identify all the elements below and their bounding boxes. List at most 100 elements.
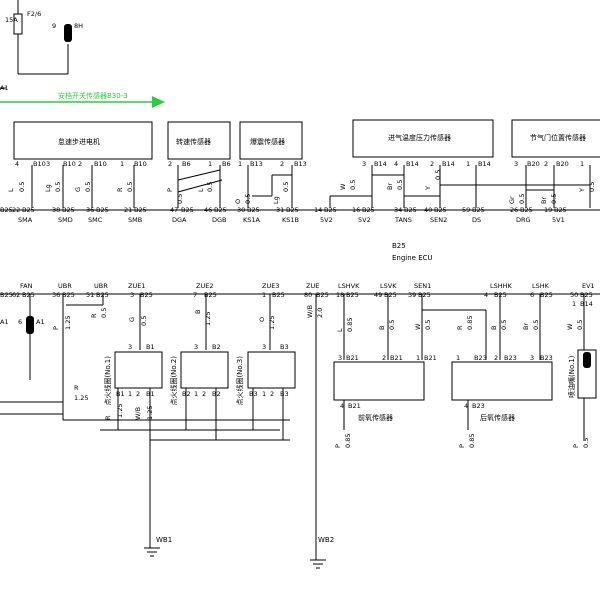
ecu-pin-num: 62 [12,291,20,299]
ecu-signal: FAN [20,282,33,290]
connector-symbol [26,316,34,334]
wire-color: R [116,187,124,192]
ecu-pin-num: 14 [314,206,322,214]
pin-conn: B1 [146,343,155,351]
ecu-conn: B25 [520,206,533,214]
ground-label: WB1 [156,536,172,544]
wire-color: Br [540,197,548,204]
pin-num: 2 [382,354,386,362]
ecu-conn: B25 [22,291,35,299]
wire-size: 1.25 [116,404,124,418]
wire-color: W [566,323,574,330]
pin-label: 9 [52,22,56,30]
wire-color: G [128,317,136,322]
ecu-conn: B25 [181,206,194,214]
ecu-conn: B25 [554,206,567,214]
pin-conn: B14 [374,160,387,168]
pin-conn: B13 [294,160,307,168]
wire-size: 1.25 [146,406,154,420]
ecu-signal: TANS [394,216,412,224]
wire-color: B [378,326,386,330]
conn-label: A1 [36,318,45,326]
coil-label: 点火线圈(No.3) [235,356,244,406]
wire-size: 0.5 [206,182,214,192]
ecu-signal: UBR [94,282,108,290]
ecu-signal: 5V2 [320,216,333,224]
pin-conn: B14 [406,160,419,168]
pin-num: 4 [394,160,398,168]
ecu-signal: SMA [18,216,33,224]
ecu-signal: LSVK [380,282,397,290]
ecu-signal: ZUE2 [196,282,213,290]
ecu-pin-num: 18 [336,291,344,299]
pin-conn: B21 [390,354,403,362]
pin-num: 1 [208,160,212,168]
wire-size: 0.5 [349,180,357,190]
wire-color: Br [386,183,394,190]
arrow-icon [152,96,165,108]
ecu-pin-num: 50 [570,291,578,299]
ecu-pin-num: 6 [530,291,534,299]
pin-conn: B23 [540,354,553,362]
wire-size: 0.5 [396,180,404,190]
ecu-conn: B25 [96,291,109,299]
pin-conn: B1 [116,390,125,398]
pin-conn: B6 [222,160,231,168]
wire-color: G [74,187,82,192]
wire-size: 1.25 [64,316,72,330]
wire-size: 1.25 [204,312,212,326]
ecu-conn: B25 [346,291,359,299]
intake-sensor-label: 进气温度压力传感器 [388,133,451,142]
ecu-pin-num: 3 [130,291,134,299]
ground-label: WB2 [318,536,334,544]
ecu-conn: B25 [214,206,227,214]
pin-num: 1 [120,160,124,168]
wire-color: R [104,415,112,420]
ecu-signal: ZUE [306,282,319,290]
speed-sensor-label: 转速传感器 [176,137,211,146]
knock-sensor-label: 爆震传感器 [250,137,285,146]
ecu-pin-num: 7 [193,291,197,299]
ecu-signal: SMB [128,216,142,224]
pin-conn: B20 [527,160,540,168]
pin-num: 3 [514,160,518,168]
ecu-pin-num: 36 [86,206,94,214]
ecu-pin-num: 46 [204,206,212,214]
ecu-conn: B25 [204,291,217,299]
wire-color: R [90,313,98,318]
wire-color: R [74,384,79,392]
ecu-conn: B25 [286,206,299,214]
ecu-signal: LSHVK [338,282,360,290]
ecu-pin-num: 19 [544,206,552,214]
pin-conn: B23 [504,354,517,362]
wire-size: 0.5 [582,438,590,448]
ecu-signal: LSHK [532,282,550,290]
ecu-pin-num: 16 [352,206,360,214]
wire-size: 0.85 [344,434,352,448]
pin-num: 1 [238,160,242,168]
ecu-signal: SMC [88,216,103,224]
ecu-signal: ZUE1 [128,282,145,290]
wire-size: 0.5 [550,194,558,204]
pin-num: 3 [46,160,50,168]
pin-conn: B21 [424,354,437,362]
pin-num: 2 [78,160,82,168]
wire-size: 0.5 [576,320,584,330]
pin-num: 3 [530,354,534,362]
pin-num: 6 [18,318,22,326]
ecu-signal: UBR [58,282,72,290]
injector-symbol [583,352,591,368]
ecu-conn: B25 [404,206,417,214]
ecu-pin-num: 40 [424,206,432,214]
pin-num: 4 [15,160,19,168]
pin-label: 8H [74,22,83,30]
wire-color: L [197,188,205,192]
pin-num: 1 [416,354,420,362]
pin-conn: B10 [63,160,76,168]
ecu-signal: LSHHK [490,282,513,290]
wire-size: 0.5 [84,182,92,192]
wire-size: 0.5 [244,194,252,204]
wire-size: 1.25 [74,394,88,402]
wire-color: O [234,199,242,204]
